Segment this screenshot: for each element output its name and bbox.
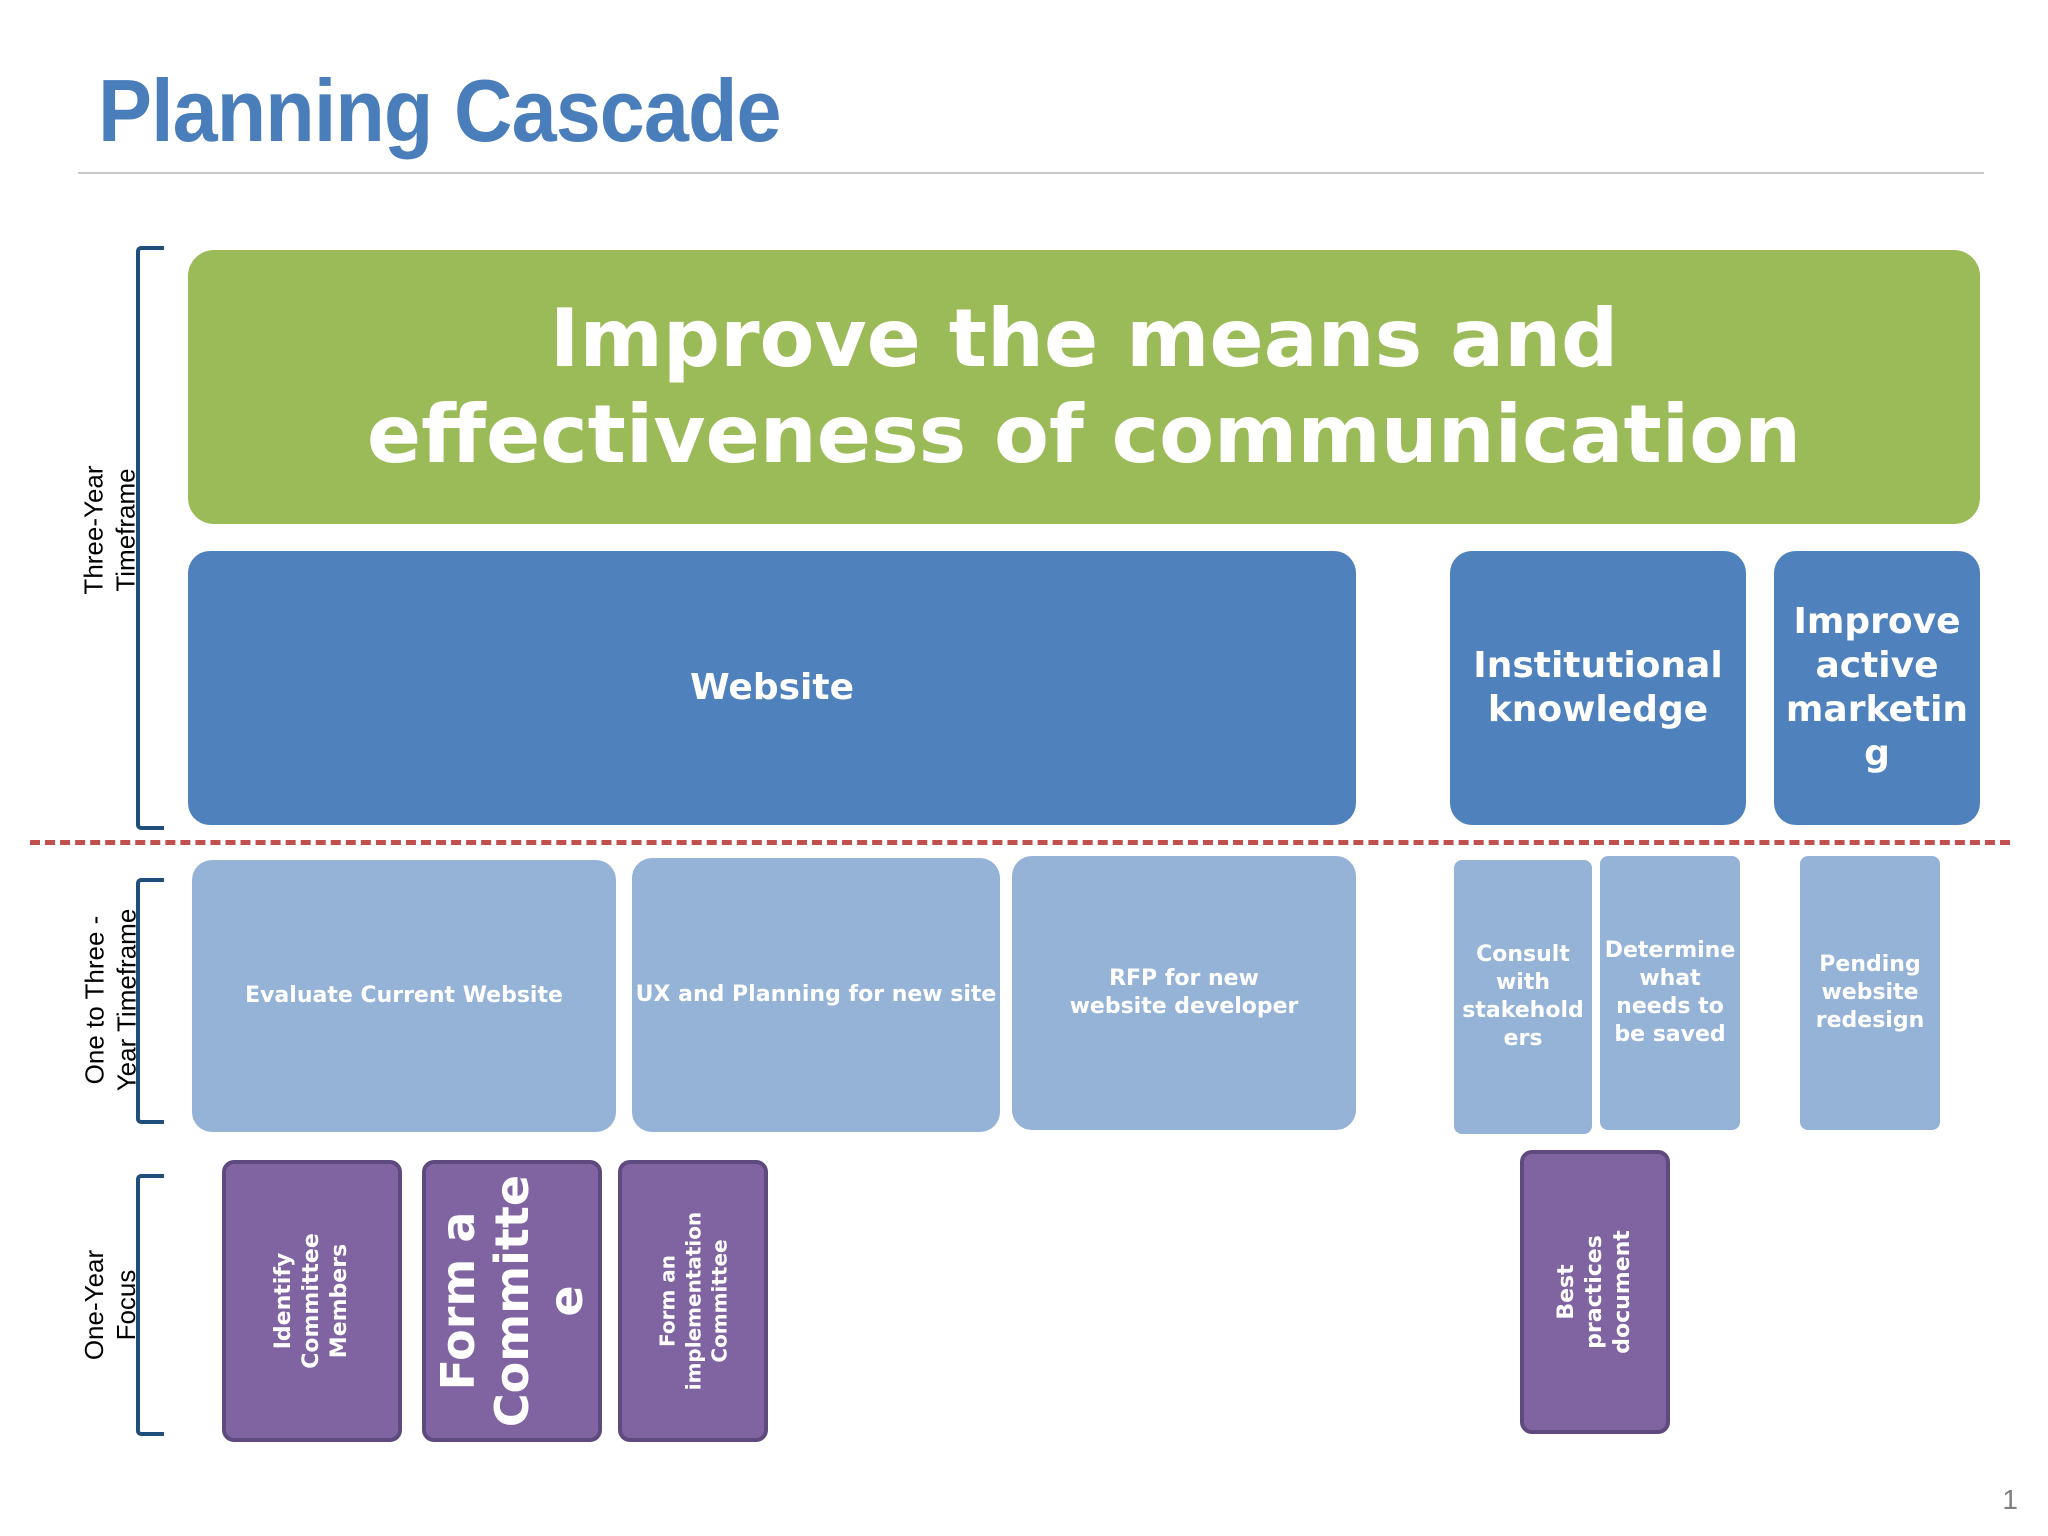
strategy-marketing: Improve active marketin g xyxy=(1774,551,1980,825)
action-identify-members: Identify Committee Members xyxy=(222,1160,402,1442)
one-to-three-year-bracket xyxy=(136,878,164,1124)
initiative-consult: Consult with stakehold ers xyxy=(1454,860,1592,1134)
timeframe-divider xyxy=(30,840,2010,845)
action-best-practices: Best practices document xyxy=(1520,1150,1670,1434)
strategy-website-label: Website xyxy=(689,667,854,708)
three-year-bracket xyxy=(136,246,164,830)
action-implementation-committee: Form an implementation Committee xyxy=(618,1160,768,1442)
strategy-marketing-label: Improve active marketin g xyxy=(1785,601,1969,774)
strategy-institutional-label: Institutional knowledge xyxy=(1473,645,1723,730)
initiative-pending: Pending website redesign xyxy=(1800,856,1940,1130)
initiative-ux: UX and Planning for new site xyxy=(632,858,1000,1132)
initiative-determine-label: Determine what needs to be saved xyxy=(1604,938,1736,1047)
action-form-label: Form a Committe e xyxy=(431,1174,594,1428)
title-divider xyxy=(78,172,1984,174)
one-to-three-year-label: One to Three - Year Timeframe xyxy=(79,908,141,1092)
one-year-label: One-Year Focus xyxy=(79,1249,141,1361)
initiative-consult-label: Consult with stakehold ers xyxy=(1462,942,1584,1051)
initiative-pending-label: Pending website redesign xyxy=(1815,952,1925,1033)
page-number: 1 xyxy=(2002,1484,2018,1515)
initiative-determine: Determine what needs to be saved xyxy=(1600,856,1740,1130)
goal-text: Improve the means and effectiveness of c… xyxy=(366,292,1802,481)
three-year-label-wrap: Three-Year Timeframe xyxy=(0,465,220,594)
strategy-institutional-knowledge: Institutional knowledge xyxy=(1450,551,1746,825)
initiative-evaluate: Evaluate Current Website xyxy=(192,860,616,1132)
one-to-three-year-label-wrap: One to Three - Year Timeframe xyxy=(0,909,220,1092)
three-year-label: Three-Year Timeframe xyxy=(79,465,141,595)
initiative-ux-label: UX and Planning for new site xyxy=(635,982,997,1007)
page-title: Planning Cascade xyxy=(98,61,782,160)
one-year-label-wrap: One-Year Focus xyxy=(0,1250,220,1360)
action-form-committee: Form a Committe e xyxy=(422,1160,602,1442)
action-best-label: Best practices document xyxy=(1554,1230,1635,1354)
action-implementation-label: Form an implementation Committee xyxy=(655,1211,731,1391)
one-year-bracket xyxy=(136,1174,164,1436)
initiative-rfp: RFP for new website developer xyxy=(1012,856,1356,1130)
strategy-website: Website xyxy=(188,551,1356,825)
initiative-rfp-label: RFP for new website developer xyxy=(1069,966,1299,1019)
action-identify-label: Identify Committee Members xyxy=(271,1233,352,1369)
initiative-evaluate-label: Evaluate Current Website xyxy=(245,983,563,1008)
goal-box: Improve the means and effectiveness of c… xyxy=(188,250,1980,524)
